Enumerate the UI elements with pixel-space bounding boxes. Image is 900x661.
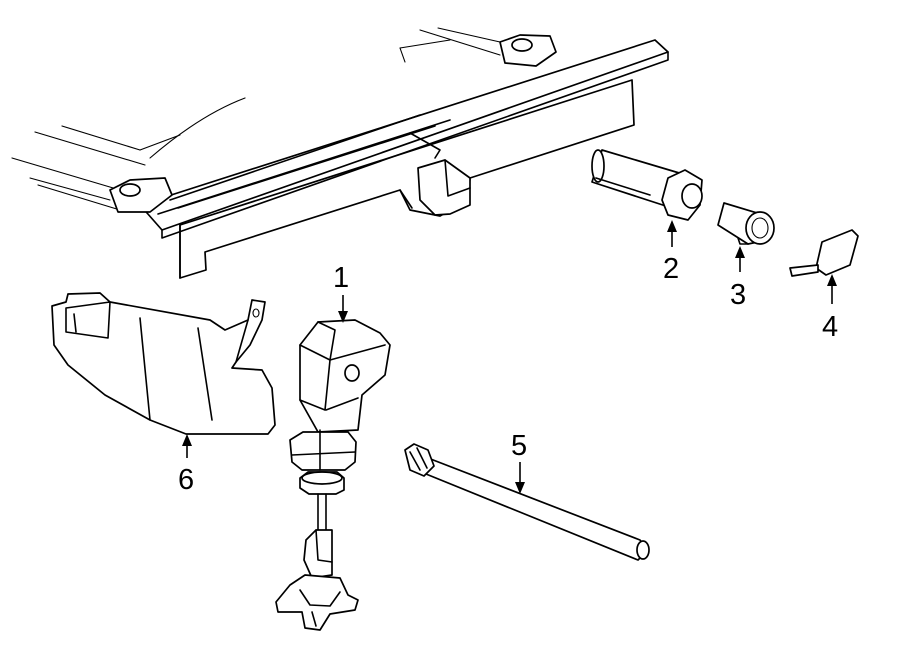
callout-3: 3 xyxy=(730,246,746,311)
plug-cap xyxy=(717,202,775,245)
access-cover xyxy=(789,229,859,277)
callout-6: 6 xyxy=(178,434,194,496)
callout-5: 5 xyxy=(511,430,527,494)
callout-1: 1 xyxy=(333,262,349,323)
callout-label-1: 1 xyxy=(333,262,349,294)
callout-label-4: 4 xyxy=(822,311,838,343)
frame-crossmember xyxy=(11,27,669,279)
extension-rod xyxy=(404,443,650,561)
heat-shield xyxy=(51,292,276,435)
callout-label-2: 2 xyxy=(663,253,679,285)
extension-tube-adapter xyxy=(591,149,703,221)
callout-2: 2 xyxy=(663,220,679,285)
callout-label-3: 3 xyxy=(730,279,746,311)
callout-label-6: 6 xyxy=(178,464,194,496)
spare-tire-hoist xyxy=(275,319,391,631)
callout-label-5: 5 xyxy=(511,430,527,462)
callout-4: 4 xyxy=(822,274,838,343)
